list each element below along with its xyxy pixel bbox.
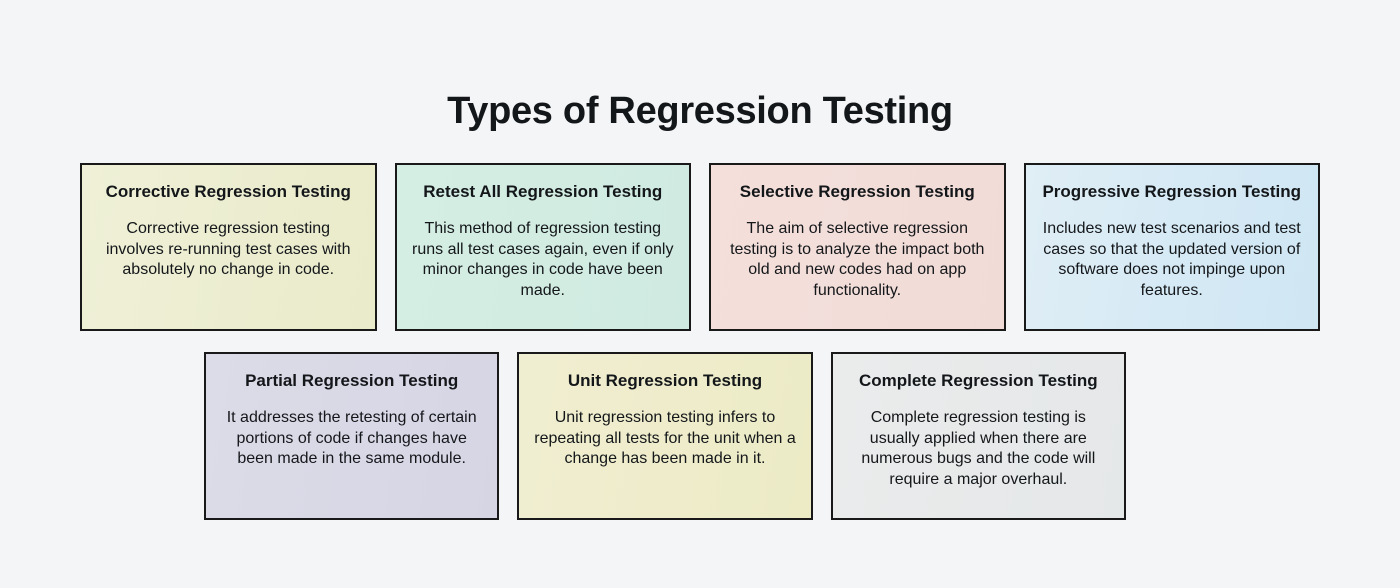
page-title: Types of Regression Testing — [447, 90, 953, 133]
card-title: Retest All Regression Testing — [423, 182, 663, 201]
card-body: Complete regression testing is usually a… — [861, 409, 1096, 488]
card-body: The aim of selective regression testing … — [730, 220, 985, 299]
card-title: Partial Regression Testing — [245, 371, 459, 390]
card-retest-all-regression-testing[interactable]: Retest All Regression Testing This metho… — [394, 163, 691, 331]
card-body: Corrective regression testing involves r… — [105, 220, 351, 278]
card-body: Includes new test scenarios and test cas… — [1042, 220, 1301, 299]
card-complete-regression-testing[interactable]: Complete Regression Testing Complete reg… — [830, 352, 1126, 520]
card-title: Progressive Regression Testing — [1042, 182, 1302, 201]
card-row-2: Partial Regression Testing It addresses … — [204, 352, 1126, 520]
card-title: Selective Regression Testing — [739, 182, 975, 201]
card-body: Unit regression testing infers to repeat… — [534, 409, 796, 467]
card-body: This method of regression testing runs a… — [412, 220, 674, 299]
card-unit-regression-testing[interactable]: Unit Regression Testing Unit regression … — [517, 352, 813, 520]
card-progressive-regression-testing[interactable]: Progressive Regression Testing Includes … — [1023, 163, 1320, 331]
card-title: Complete Regression Testing — [858, 371, 1098, 390]
card-row-1: Corrective Regression Testing Corrective… — [80, 163, 1320, 331]
card-partial-regression-testing[interactable]: Partial Regression Testing It addresses … — [204, 352, 500, 520]
card-selective-regression-testing[interactable]: Selective Regression Testing The aim of … — [709, 163, 1006, 331]
card-corrective-regression-testing[interactable]: Corrective Regression Testing Corrective… — [80, 163, 377, 331]
card-body: It addresses the retesting of certain po… — [226, 409, 477, 467]
card-title: Corrective Regression Testing — [105, 182, 351, 201]
card-title: Unit Regression Testing — [567, 371, 763, 390]
